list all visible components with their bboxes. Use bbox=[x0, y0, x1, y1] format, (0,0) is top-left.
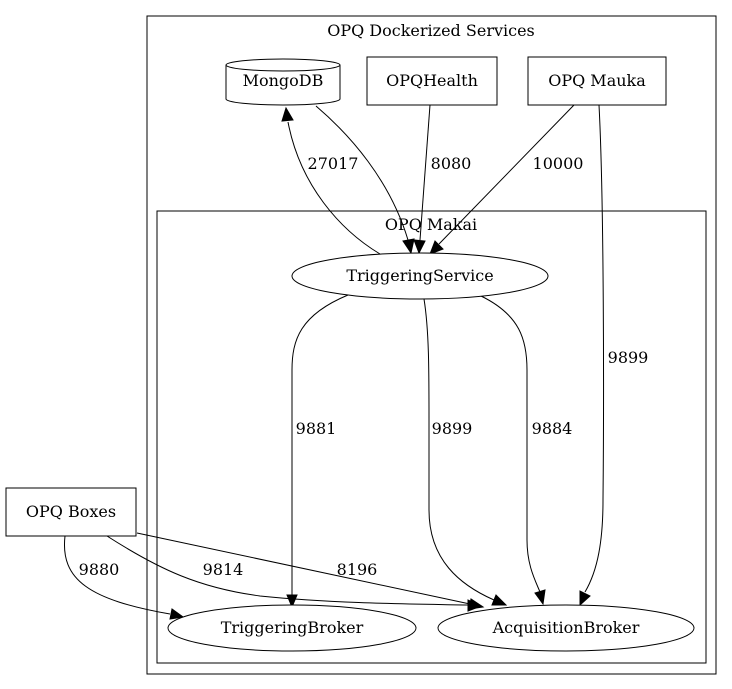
edge-ts-to-mongodb: 27017 bbox=[281, 106, 381, 255]
edge-label-27017: 27017 bbox=[308, 154, 359, 173]
edge-label-8080: 8080 bbox=[431, 154, 472, 173]
node-mongodb: MongoDB bbox=[225, 58, 341, 106]
node-triggering-broker: TriggeringBroker bbox=[167, 604, 417, 652]
node-opqhealth: OPQHealth bbox=[366, 56, 498, 106]
node-opq-mauka-label: OPQ Mauka bbox=[548, 71, 646, 90]
cluster-opq-makai-title: OPQ Makai bbox=[385, 215, 477, 234]
edge-label-9884: 9884 bbox=[532, 419, 573, 438]
edge-label-9814: 9814 bbox=[203, 560, 244, 579]
edge-label-9881: 9881 bbox=[296, 419, 337, 438]
cluster-dockerized-services-title: OPQ Dockerized Services bbox=[327, 21, 535, 40]
node-acquisition-broker: AcquisitionBroker bbox=[437, 604, 695, 652]
edge-boxes-to-triggeringbroker: 9880 bbox=[63, 535, 185, 620]
cluster-dockerized-services: OPQ Dockerized Services bbox=[146, 15, 717, 675]
edge-mauka-to-ts: 10000 bbox=[429, 104, 584, 255]
edge-label-9899-mid: 9899 bbox=[432, 419, 473, 438]
node-opq-mauka: OPQ Mauka bbox=[527, 56, 667, 106]
edge-mauka-to-acquisitionbroker: 9899 bbox=[579, 104, 649, 607]
node-triggering-broker-label: TriggeringBroker bbox=[221, 618, 364, 637]
node-opqhealth-label: OPQHealth bbox=[386, 71, 478, 90]
node-opq-boxes-label: OPQ Boxes bbox=[26, 502, 116, 521]
node-triggering-service: TriggeringService bbox=[291, 252, 549, 300]
node-triggering-service-label: TriggeringService bbox=[346, 266, 493, 285]
edge-label-8196: 8196 bbox=[337, 560, 378, 579]
node-mongodb-label: MongoDB bbox=[243, 71, 324, 90]
edge-ts-to-triggeringbroker: 9881 bbox=[286, 294, 349, 609]
cluster-opq-makai: OPQ Makai bbox=[156, 210, 707, 664]
edge-ts-to-acquisitionbroker-mid: 9899 bbox=[423, 298, 508, 606]
edge-boxes-to-acquisitionbroker-b: 8196 bbox=[136, 532, 485, 610]
edge-opqhealth-to-ts: 8080 bbox=[413, 104, 472, 255]
node-opq-boxes: OPQ Boxes bbox=[5, 487, 137, 537]
edge-ts-to-acquisitionbroker-right: 9884 bbox=[480, 295, 573, 606]
node-acquisition-broker-label: AcquisitionBroker bbox=[492, 618, 640, 637]
edge-mongodb-to-ts bbox=[315, 105, 415, 255]
edge-label-9880: 9880 bbox=[79, 560, 120, 579]
edge-label-10000: 10000 bbox=[533, 154, 584, 173]
edge-label-9899-right: 9899 bbox=[608, 348, 649, 367]
